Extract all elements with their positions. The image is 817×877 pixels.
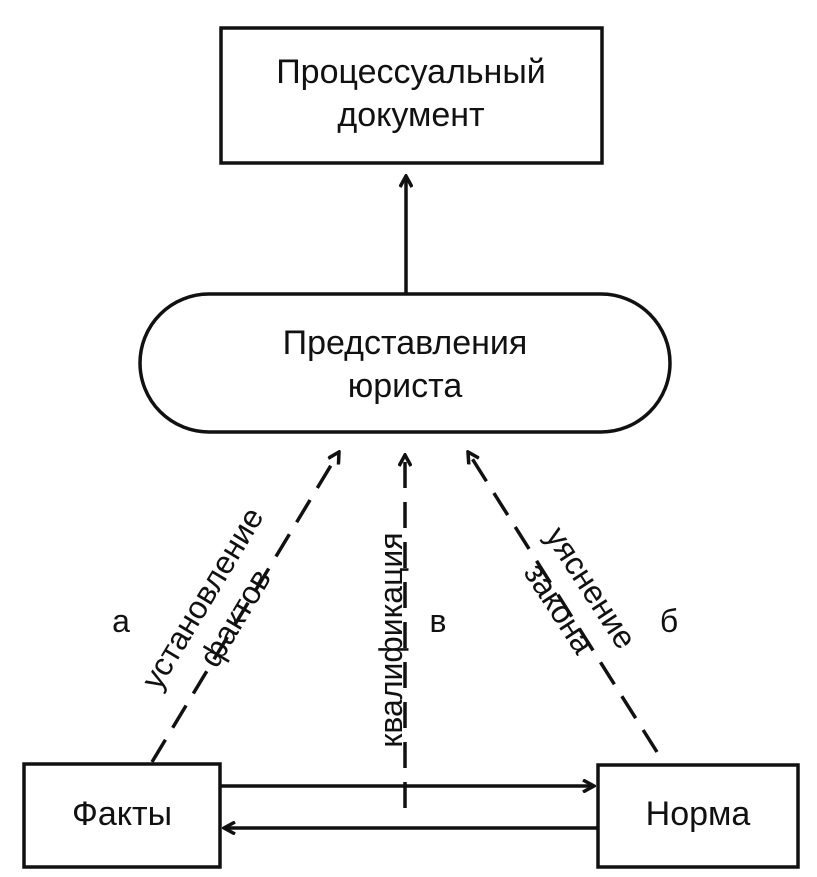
document-label-line2: документ (337, 96, 484, 134)
arrow-establishing-facts (150, 452, 339, 763)
facts-box (22, 762, 222, 869)
norm-label: Норма (646, 795, 751, 833)
arrow-clarifying-law (468, 452, 659, 753)
marker-v: в (430, 603, 447, 639)
representations-label-line1: Представления (283, 324, 528, 362)
norm-box (596, 763, 800, 869)
establishing-facts-label: установление фактов (134, 501, 278, 696)
qualification-label: квалификация (373, 532, 409, 747)
facts-label: Факты (72, 795, 172, 833)
representations-label-line2: юриста (348, 367, 463, 405)
representations-oval (138, 292, 672, 434)
document-label-line1: Процессуальный (276, 53, 546, 91)
marker-b: б (660, 603, 678, 639)
document-box (219, 26, 604, 165)
marker-a: а (112, 603, 130, 639)
